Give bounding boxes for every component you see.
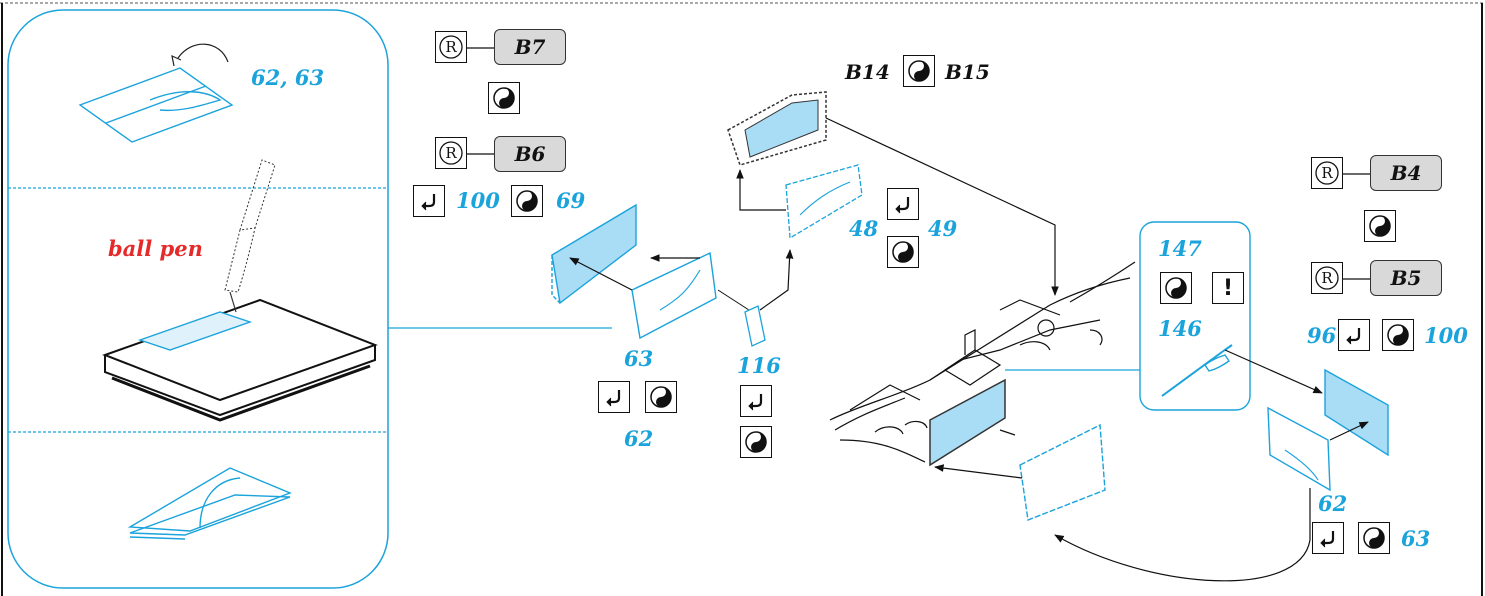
svg-text:R: R — [445, 38, 457, 56]
connector-line — [467, 153, 495, 155]
svg-text:R: R — [1321, 164, 1333, 182]
exclamation-icon: ! — [1212, 272, 1244, 304]
yin-yang-glue-icon — [1358, 522, 1390, 554]
upper-window-frame — [727, 91, 1059, 296]
connector-line — [1343, 278, 1371, 280]
wiper-callout-frame — [1139, 221, 1251, 411]
part-b4-badge: B4 — [1370, 155, 1442, 191]
yin-yang-glue-icon — [887, 236, 919, 268]
callout-62: 62 — [624, 426, 654, 451]
callout-146: 146 — [1158, 316, 1202, 341]
part-b15-label: B15 — [945, 60, 990, 84]
installed-clear-panel — [929, 378, 1006, 467]
callout-63-right: 63 — [1401, 526, 1431, 551]
inset-panel-frame — [7, 9, 612, 589]
bend-arrow-icon — [887, 188, 919, 220]
yin-yang-glue-icon — [1160, 272, 1192, 304]
yin-yang-glue-icon — [488, 82, 520, 114]
bend-arrow-icon — [1312, 522, 1344, 554]
registered-circle-icon: R — [1311, 262, 1343, 294]
part-b5-badge: B5 — [1370, 260, 1442, 296]
svg-text:R: R — [1321, 269, 1333, 287]
inset-step3-drawing — [127, 467, 292, 540]
part-96-label: 96 — [1307, 323, 1337, 348]
car-interior-body — [829, 261, 1136, 463]
registered-circle-icon: R — [435, 31, 467, 63]
part-69-label: 69 — [556, 188, 586, 213]
yin-yang-glue-icon — [1382, 319, 1414, 351]
callout-63: 63 — [624, 346, 654, 371]
part-b14-label: B14 — [845, 60, 890, 84]
part-100-label: 100 — [456, 188, 500, 213]
callout-49: 49 — [928, 216, 958, 241]
registered-circle-icon: R — [435, 137, 467, 169]
connector-line — [1343, 173, 1371, 175]
left-window-assembly — [551, 203, 794, 347]
yin-yang-glue-icon — [645, 381, 677, 413]
inset-step1-parts: 62, 63 — [251, 65, 325, 90]
ball-pen-label: ball pen — [108, 236, 203, 261]
callout-116: 116 — [737, 353, 781, 378]
callout-48: 48 — [849, 216, 879, 241]
bend-arrow-icon — [413, 185, 445, 217]
part-b7-badge: B7 — [494, 29, 566, 65]
svg-text:R: R — [445, 144, 457, 162]
inset-step2-drawing — [102, 159, 378, 422]
rear-panel — [934, 423, 1311, 582]
callout-62-right: 62 — [1318, 491, 1348, 516]
bend-arrow-icon — [598, 381, 630, 413]
bend-arrow-icon — [740, 385, 772, 417]
callout-147: 147 — [1158, 236, 1202, 261]
registered-circle-icon: R — [1311, 157, 1343, 189]
yin-yang-glue-icon — [740, 426, 772, 458]
part-100-label-right: 100 — [1424, 323, 1468, 348]
connector-line — [467, 47, 495, 49]
yin-yang-glue-icon — [511, 185, 543, 217]
bend-arrow-icon — [1338, 319, 1370, 351]
inset-step1-drawing — [78, 43, 234, 143]
yin-yang-glue-icon — [903, 55, 935, 87]
yin-yang-glue-icon — [1364, 210, 1396, 242]
right-window-assembly — [1267, 368, 1389, 492]
part-b6-badge: B6 — [494, 136, 566, 172]
